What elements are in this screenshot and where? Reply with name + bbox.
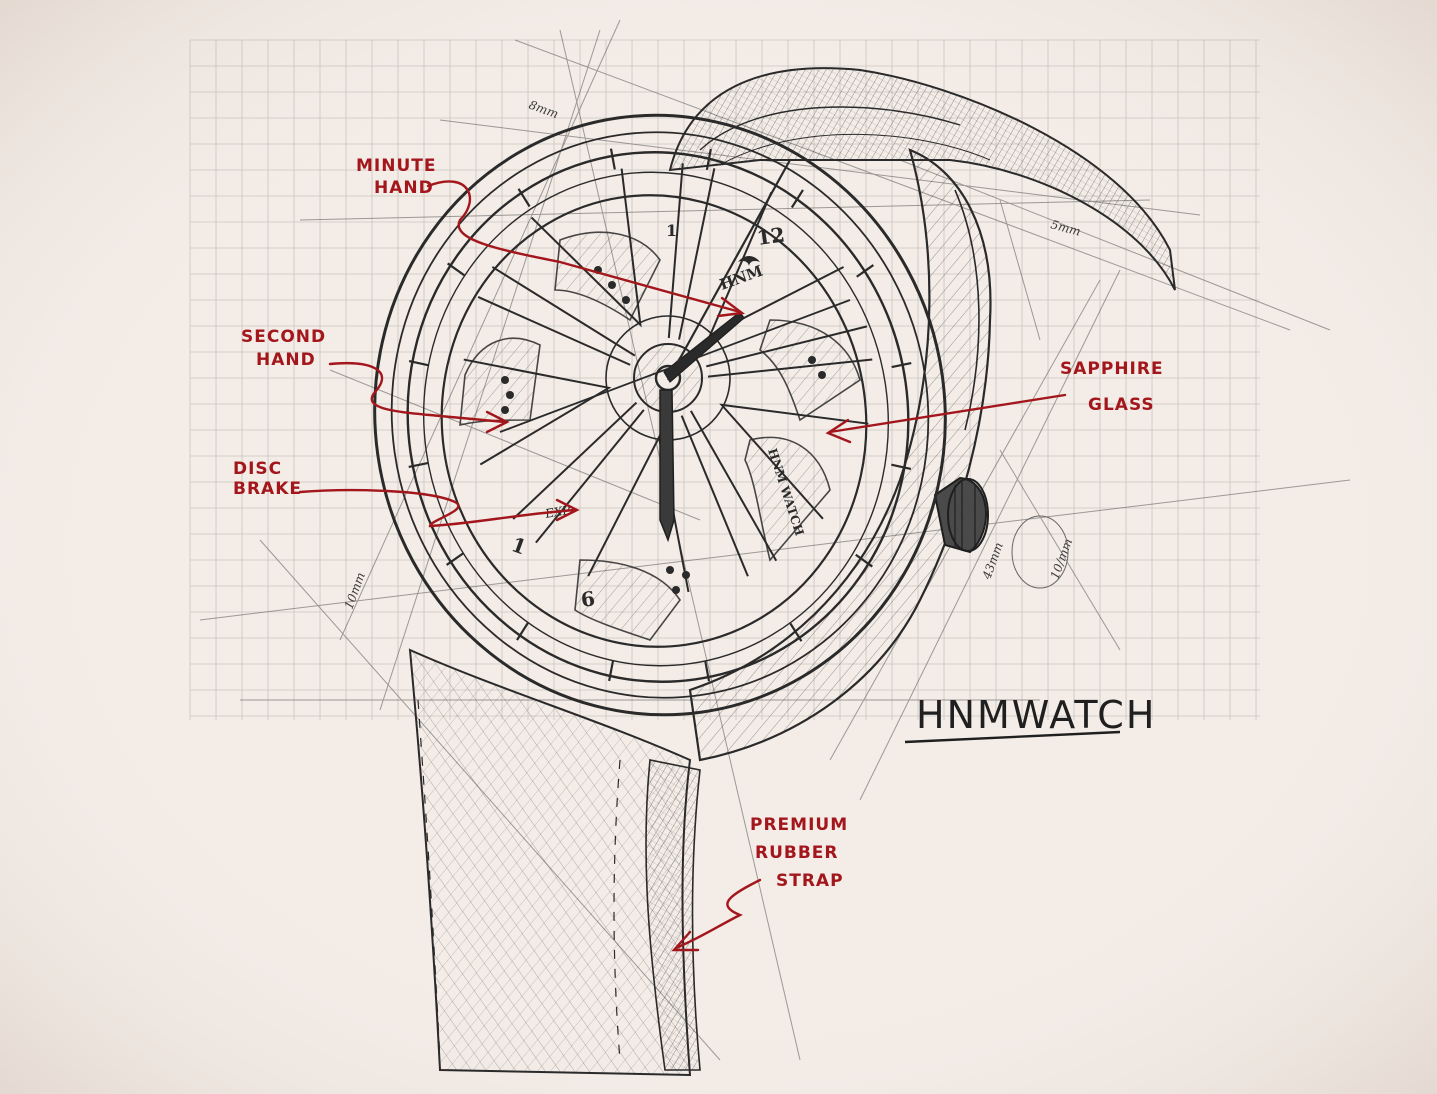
strap-top bbox=[668, 67, 1176, 291]
brand-underline bbox=[904, 730, 1121, 744]
dial-six: 6 bbox=[579, 586, 596, 612]
crown bbox=[933, 476, 989, 554]
label-sapphire-1: SAPPHIRE bbox=[1060, 359, 1164, 379]
bezel-ticks bbox=[408, 148, 912, 682]
strap-arrowhead bbox=[671, 930, 700, 952]
dimension-circle bbox=[1011, 515, 1069, 589]
dial-twelve: 12 bbox=[755, 222, 786, 250]
minute-hand-arrow bbox=[426, 180, 742, 314]
annotation-labels: MINUTE HAND SECOND HAND DISC BRAKE SAPPH… bbox=[233, 156, 1164, 891]
case-body bbox=[688, 148, 992, 762]
label-second-hand-2: HAND bbox=[256, 350, 316, 370]
disc-brake-arrowhead bbox=[555, 498, 580, 522]
minute-hand-arrowhead bbox=[716, 296, 746, 318]
strap-arrow bbox=[674, 878, 762, 950]
label-strap-1: PREMIUM bbox=[750, 815, 848, 835]
hour-hand bbox=[659, 389, 675, 543]
label-second-hand-1: SECOND bbox=[241, 327, 326, 347]
sapphire-arrow bbox=[828, 393, 1067, 434]
strap-bottom bbox=[408, 648, 701, 1077]
label-strap-3: STRAP bbox=[776, 871, 844, 891]
second-hand-arrowhead bbox=[485, 410, 510, 434]
label-sapphire-2: GLASS bbox=[1088, 395, 1155, 415]
second-hand-arrow bbox=[328, 362, 507, 424]
label-strap-2: RUBBER bbox=[755, 843, 839, 863]
sapphire-arrowhead bbox=[825, 418, 852, 444]
label-minute-hand-2: HAND bbox=[374, 178, 434, 198]
annotation-arrows bbox=[298, 180, 1067, 952]
disc-brake-arrow bbox=[298, 488, 577, 528]
brake-holes bbox=[501, 266, 826, 594]
brand-title: HNMWATCH bbox=[916, 693, 1156, 737]
dial-numeral-upper: 1 bbox=[666, 221, 677, 240]
minute-hand-drawn bbox=[663, 159, 791, 383]
label-disc-brake-2: BRAKE bbox=[233, 479, 302, 499]
brake-windows bbox=[459, 231, 861, 641]
second-hand-drawn bbox=[499, 299, 851, 433]
label-minute-hand-1: MINUTE bbox=[356, 156, 436, 176]
label-disc-brake-1: DISC bbox=[233, 459, 282, 479]
bird-logo-icon bbox=[738, 256, 760, 266]
